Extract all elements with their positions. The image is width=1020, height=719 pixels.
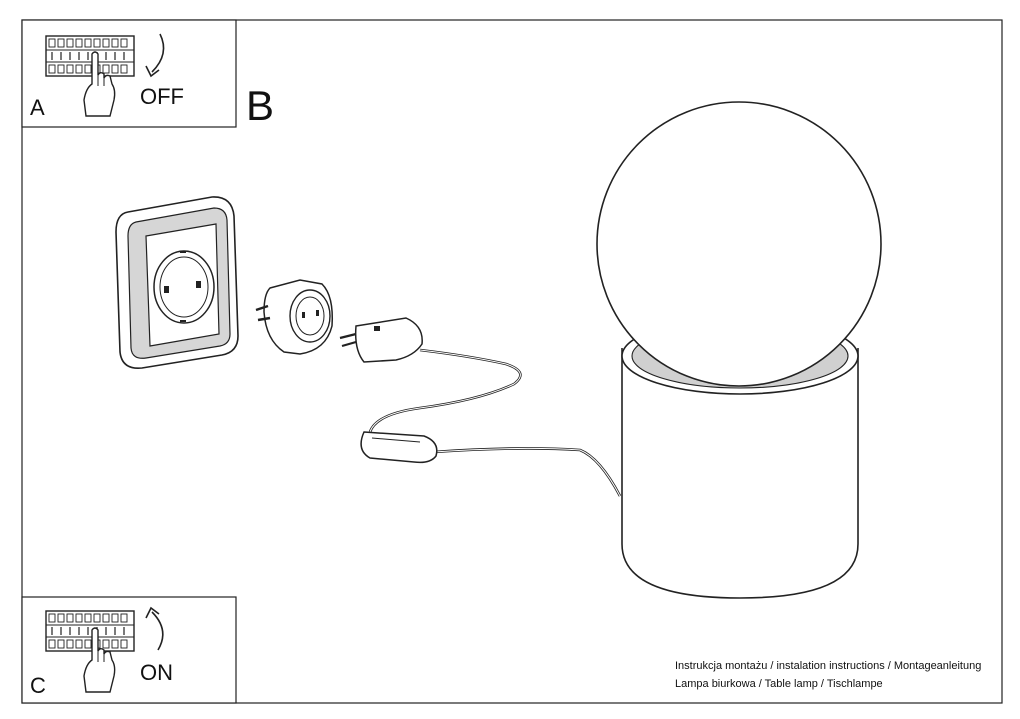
plug-adapter-icon <box>255 279 334 355</box>
step-c-panel <box>21 596 237 704</box>
step-b-label: B <box>246 82 275 129</box>
power-cable-lamp <box>433 447 622 497</box>
curved-arrow-down-icon <box>151 33 165 73</box>
circuit-breaker-icon <box>45 35 135 77</box>
step-a-panel <box>21 19 237 128</box>
step-a-action-label: OFF <box>140 84 184 109</box>
caption-product: Lampa biurkowa / Table lamp / Tischlampe <box>675 678 883 690</box>
table-lamp-icon <box>596 101 882 599</box>
step-c-label: C <box>30 673 46 698</box>
caption-instructions: Instrukcja montażu / instalation instruc… <box>675 660 982 672</box>
circuit-breaker-icon <box>45 610 135 652</box>
step-a-label: A <box>30 95 45 120</box>
sheet-frame <box>21 19 1003 704</box>
wall-socket-icon <box>115 196 239 369</box>
curved-arrow-up-icon <box>151 611 164 651</box>
step-c-action-label: ON <box>140 660 173 685</box>
plug-icon <box>339 317 423 363</box>
inline-switch-icon <box>360 431 438 464</box>
